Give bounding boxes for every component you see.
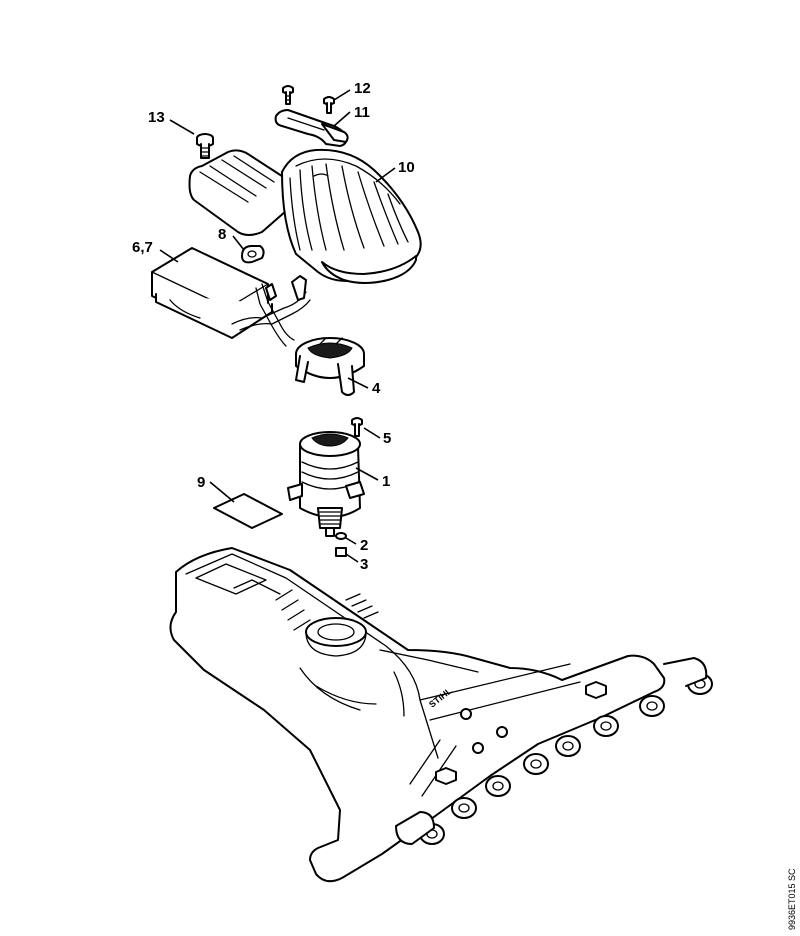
part-9-pad[interactable]: [213, 493, 283, 529]
callout-8: 8: [218, 226, 226, 243]
callout-9: 9: [197, 474, 205, 491]
callout-1: 1: [382, 473, 390, 490]
part-1-motor[interactable]: [287, 431, 365, 537]
callout-10: 10: [398, 159, 415, 176]
part-12-screw[interactable]: [282, 85, 294, 105]
part-11-lever[interactable]: [274, 109, 349, 147]
part-11-screw[interactable]: [323, 96, 335, 114]
callout-4: 4: [372, 380, 381, 397]
comb-cylinders: [395, 657, 713, 845]
part-3-sleeve[interactable]: [335, 547, 347, 557]
part-8-clip[interactable]: [241, 245, 265, 264]
callout-11: 11: [354, 104, 370, 121]
callout-5: 5: [383, 430, 391, 447]
callout-2: 2: [360, 537, 368, 554]
callouts: 12 11 13 10 8 6,7 4 5 1 9 2 3: [132, 80, 415, 573]
part-10-motor-cover[interactable]: [188, 148, 422, 284]
part-13-screw[interactable]: [196, 133, 214, 159]
housing-bolts: [435, 681, 607, 785]
callout-6-7: 6,7: [132, 239, 153, 256]
part-4-brush-holder[interactable]: [295, 337, 365, 396]
part-6-7-electronics-module[interactable]: [151, 247, 311, 347]
callout-12: 12: [354, 80, 371, 97]
callout-13: 13: [148, 109, 165, 126]
callout-3: 3: [360, 556, 368, 573]
main-housing: STIHL: [169, 547, 713, 883]
drawing-code: 9936ET015 SC: [787, 868, 797, 930]
part-5-screw[interactable]: [351, 417, 363, 437]
leader-lines: [159, 89, 396, 563]
part-2-nut[interactable]: [335, 532, 347, 540]
